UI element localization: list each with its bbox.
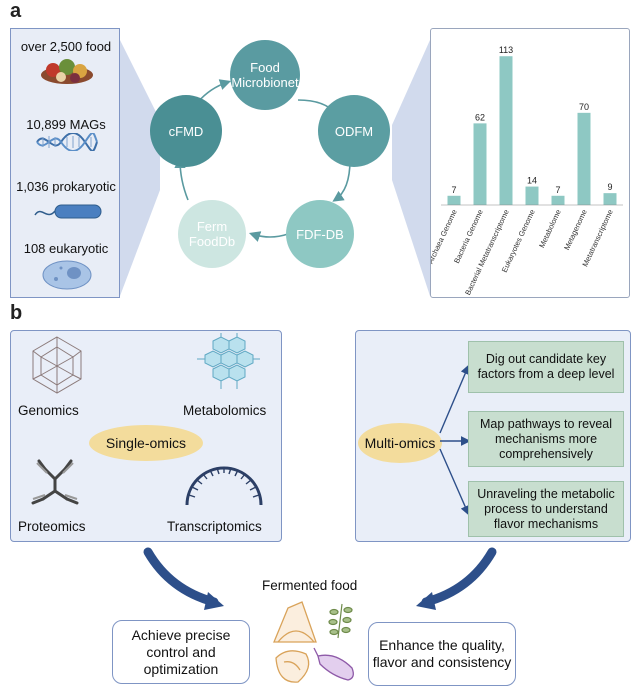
transcriptomics-label: Transcriptomics: [167, 519, 262, 534]
single-omics-label: Single-omics: [89, 425, 203, 461]
bar-eukaryotes-genome: [525, 186, 539, 205]
proteomics-label: Proteomics: [18, 519, 86, 534]
cell-icon: [42, 260, 92, 290]
cfmd-node: cFMD: [150, 95, 222, 167]
mag-count-label: 10,899 MAGs: [26, 117, 106, 132]
food-microbionet-node: Food Microbionet: [230, 40, 300, 110]
dna-icon: [36, 133, 98, 151]
food-icon: [41, 59, 93, 84]
eukaryotic-count-label: 108 eukaryotic: [23, 241, 109, 256]
fdf-db-node: FDF-DB: [286, 200, 354, 268]
dataset-stats-box: over 2,500 food 10,899 MAGs 1,036 prokar…: [10, 28, 120, 298]
bar-value-label: 62: [475, 112, 485, 122]
category-tick-label: Metagenome: [562, 208, 589, 251]
bar-value-label: 7: [555, 185, 560, 195]
bar-metabolome: [551, 195, 565, 205]
multi-omics-benefit-3: Unraveling the metabolic process to unde…: [468, 481, 624, 537]
bacterium-icon: [34, 204, 102, 219]
outcome-control-box: Achieve precise control and optimization: [112, 620, 250, 684]
bar-bacterial-metatranscriptome: [499, 56, 513, 205]
category-tick-label: Metabolome: [537, 208, 563, 249]
prokaryotic-count-label: 1,036 prokaryotic: [16, 179, 116, 194]
bar-value-label: 113: [499, 45, 513, 55]
bar-value-label: 14: [527, 176, 537, 186]
bar-metatranscriptome: [603, 193, 617, 205]
bar-value-label: 9: [607, 182, 612, 192]
fermented-food-label: Fermented food: [262, 578, 358, 593]
panel-b-label: b: [10, 302, 23, 324]
multi-omics-arrows: [439, 364, 471, 516]
outcome-arrows: [143, 547, 497, 610]
multi-omics-benefit-1: Dig out candidate key factors from a dee…: [468, 341, 624, 393]
transcriptomics-icon: [185, 466, 263, 506]
fermfooddb-node: Ferm FoodDb: [178, 200, 246, 268]
bar-metagenome: [577, 112, 591, 205]
genomics-icon: [32, 336, 82, 394]
proteomics-icon: [31, 459, 79, 505]
callout-connectors: [120, 40, 430, 296]
bar-archaea-genome: [447, 195, 461, 205]
multi-omics-benefit-2: Map pathways to reveal mechanisms more c…: [468, 411, 624, 467]
outcome-quality-box: Enhance the quality, flavor and consiste…: [368, 622, 516, 686]
multi-omics-box: Multi-omics Dig out candidate key factor…: [355, 330, 631, 542]
multi-omics-label: Multi-omics: [358, 423, 442, 463]
metabolomics-icon: [197, 333, 260, 389]
metabolomics-label: Metabolomics: [183, 403, 267, 418]
panel-a-label: a: [10, 0, 22, 22]
single-omics-box: Genomics Metabolomics Single-omics: [10, 330, 282, 542]
fermented-food-icon: [273, 601, 354, 683]
bar-bacteria-genome: [473, 123, 487, 205]
food-count-label: over 2,500 food: [20, 39, 112, 54]
genomics-label: Genomics: [18, 403, 79, 418]
bar-value-label: 70: [579, 102, 589, 112]
bar-value-label: 7: [451, 185, 456, 195]
odfm-node: ODFM: [318, 95, 390, 167]
